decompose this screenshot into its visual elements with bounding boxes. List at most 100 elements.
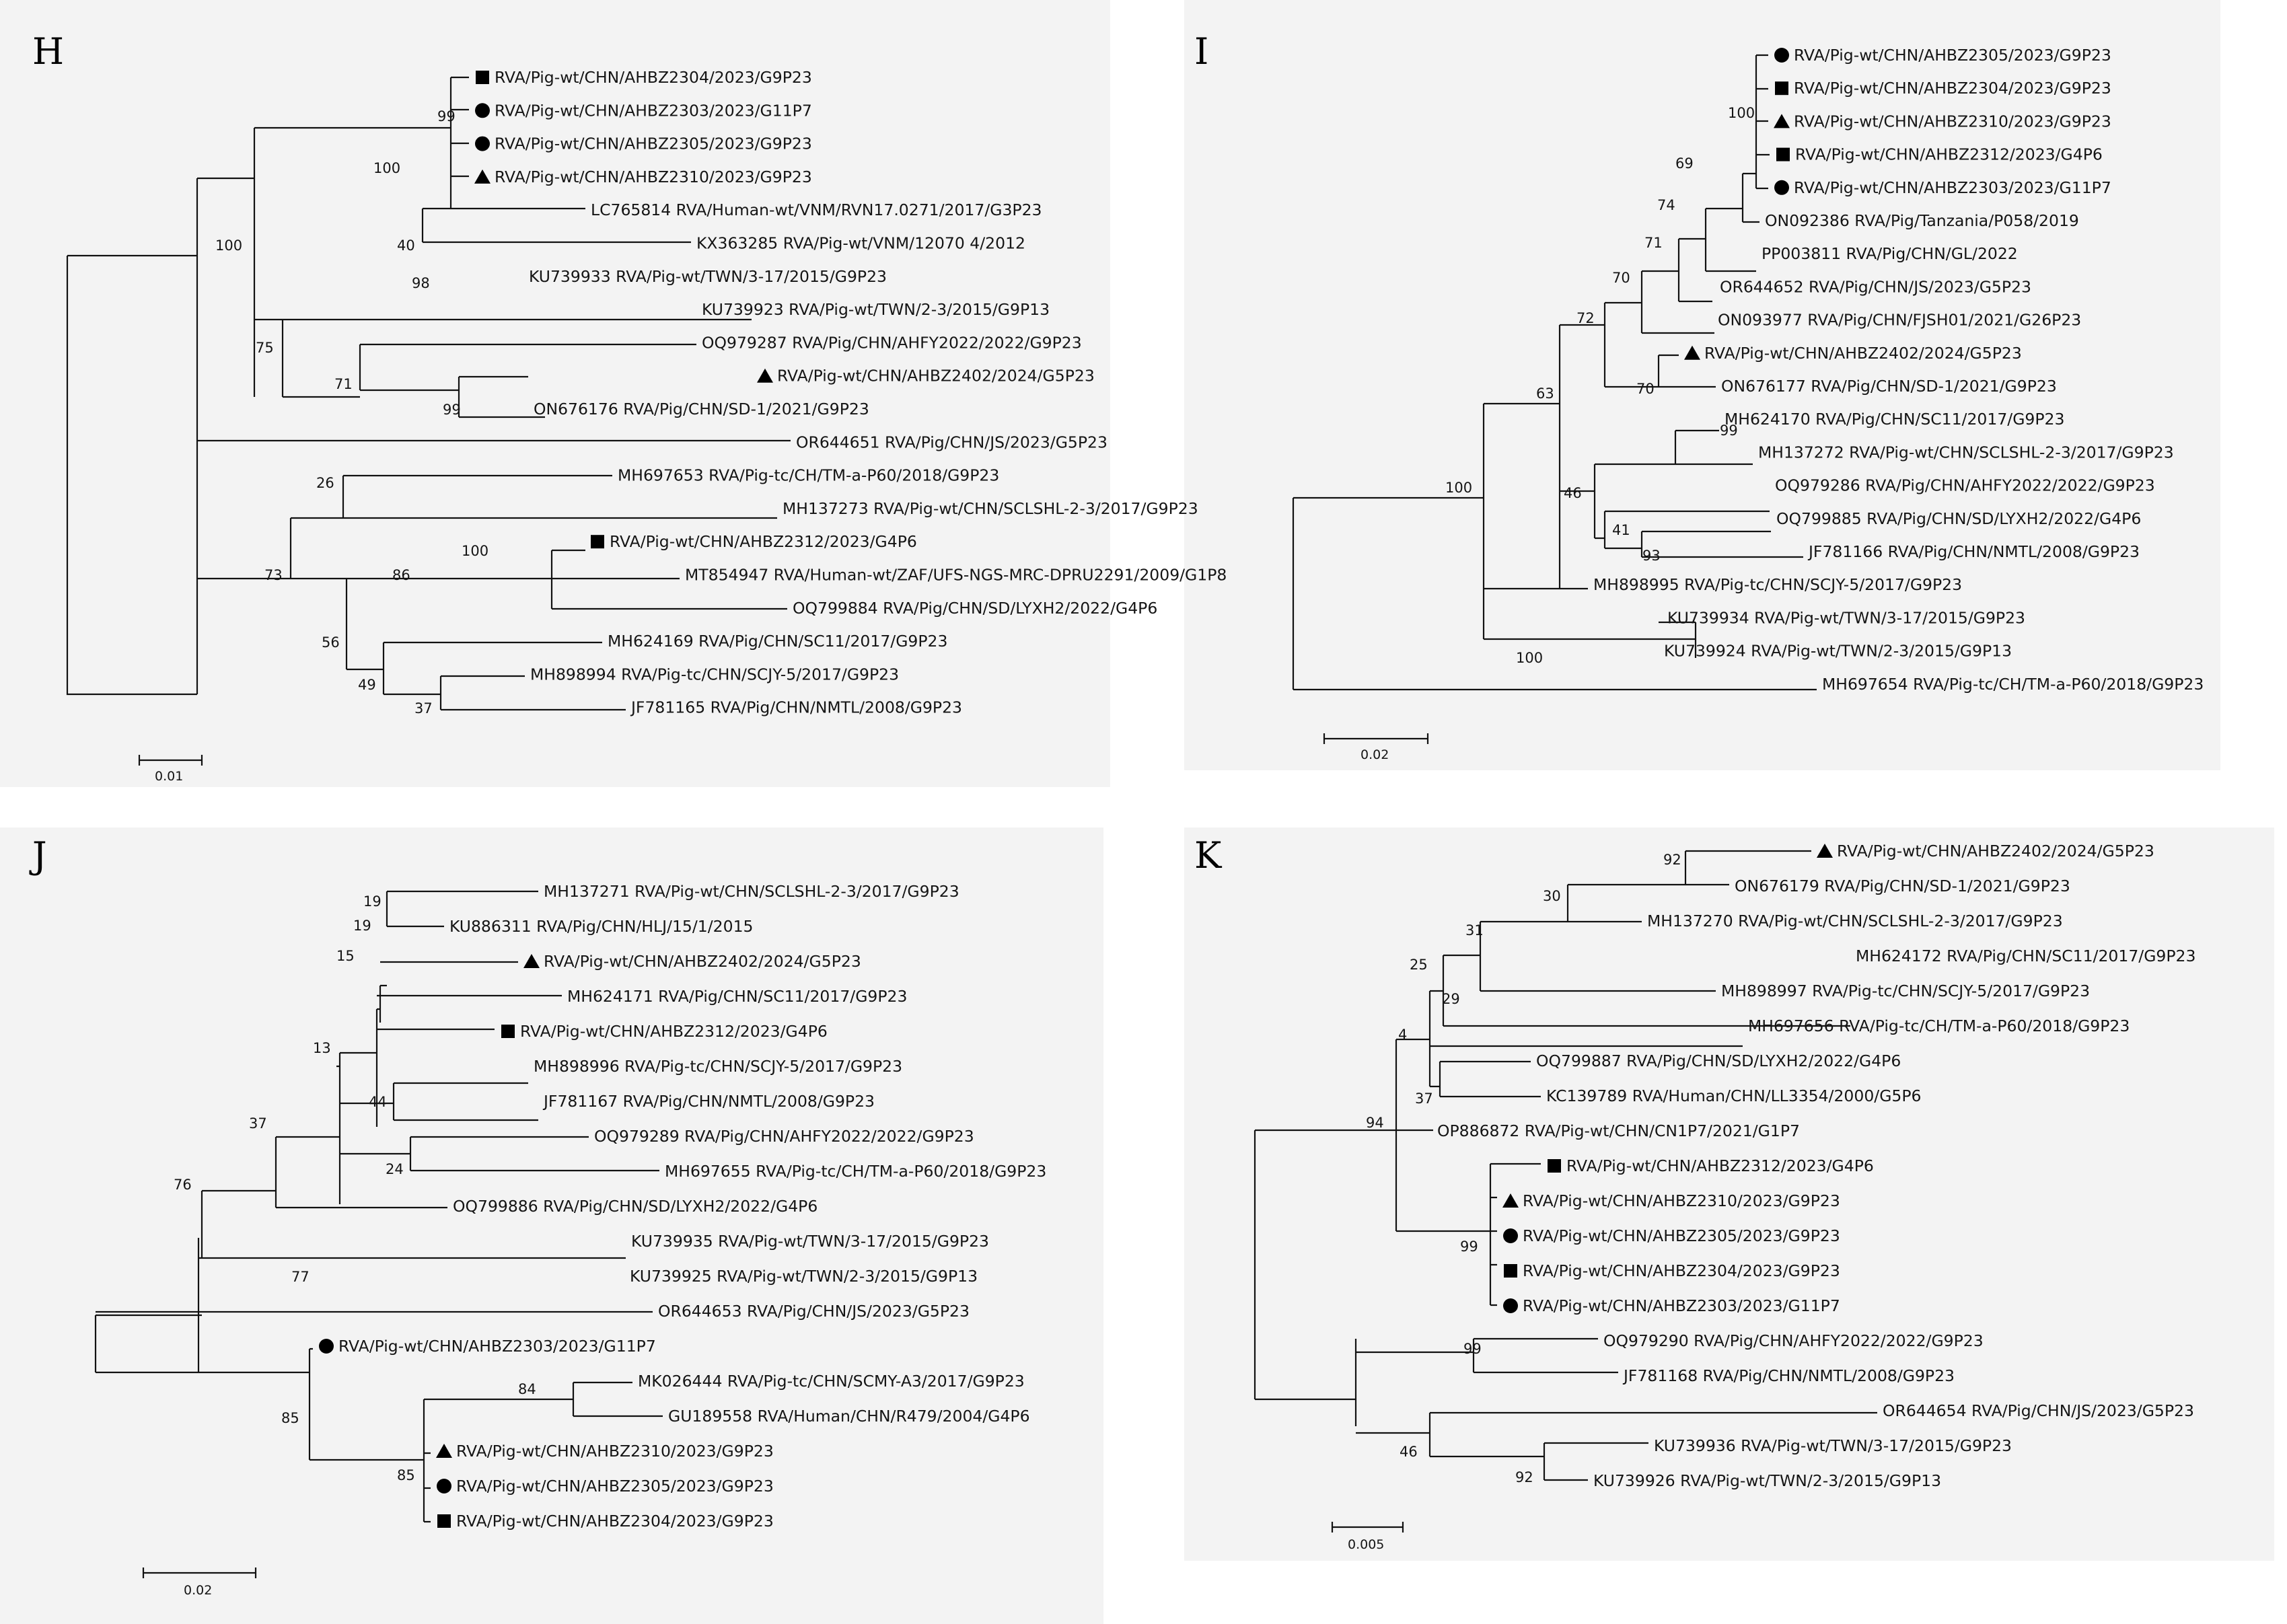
leaf-label: RVA/Pig-wt/CHN/AHBZ2303/2023/G11P7 xyxy=(495,101,812,120)
leaf-label: ON093977 RVA/Pig/CHN/FJSH01/2021/G26P23 xyxy=(1718,311,2081,330)
leaf-label: MH898995 RVA/Pig-tc/CHN/SCJY-5/2017/G9P2… xyxy=(1593,575,1962,594)
bootstrap-value: 19 xyxy=(363,893,382,910)
bootstrap-value: 99 xyxy=(437,108,456,124)
bootstrap-value: 85 xyxy=(281,1410,299,1426)
bootstrap-value: 100 xyxy=(1728,105,1755,121)
leaf-label: MH898994 RVA/Pig-tc/CHN/SCJY-5/2017/G9P2… xyxy=(530,665,899,684)
leaf-label: KU739936 RVA/Pig-wt/TWN/3-17/2015/G9P23 xyxy=(1654,1436,2012,1455)
leaf-label: RVA/Pig-wt/CHN/AHBZ2303/2023/G11P7 xyxy=(338,1337,656,1356)
bootstrap-value: 26 xyxy=(316,475,334,491)
bootstrap-value: 56 xyxy=(322,634,340,651)
tree-panel-h: H RVA/Pig-wt/CHN/AHBZ2304/2023/G9P23RVA/… xyxy=(32,30,1227,784)
square-marker-icon xyxy=(1776,147,1790,161)
bootstrap-value: 73 xyxy=(264,567,283,583)
tree-panel-i: I RVA/Pig-wt/CHN/AHBZ2305/2023/G9P23RVA/… xyxy=(1194,30,2204,762)
circle-marker-icon xyxy=(1774,180,1789,195)
leaf-label: OQ979290 RVA/Pig/CHN/AHFY2022/2022/G9P23 xyxy=(1603,1331,1984,1350)
leaf-label: RVA/Pig-wt/CHN/AHBZ2402/2024/G5P23 xyxy=(1837,842,2154,860)
triangle-marker-icon xyxy=(1502,1193,1519,1208)
bootstrap-value: 86 xyxy=(392,567,410,583)
bootstrap-value: 99 xyxy=(1720,422,1738,439)
scale-bar-i xyxy=(1323,733,1429,744)
leaf-label: MH624170 RVA/Pig/CHN/SC11/2017/G9P23 xyxy=(1725,410,2064,429)
leaf-label: OP886872 RVA/Pig-wt/CHN/CN1P7/2021/G1P7 xyxy=(1437,1121,1800,1140)
panel-label-j: J xyxy=(29,834,47,877)
leaf-label: MH697656 RVA/Pig-tc/CH/TM-a-P60/2018/G9P… xyxy=(1748,1017,2130,1035)
leaf-label: ON092386 RVA/Pig/Tanzania/P058/2019 xyxy=(1765,211,2079,230)
bootstrap-value: 100 xyxy=(373,160,400,176)
square-marker-icon xyxy=(437,1514,451,1528)
leaf-label: ON676179 RVA/Pig/CHN/SD-1/2021/G9P23 xyxy=(1735,877,2070,895)
leaf-label: KU739923 RVA/Pig-wt/TWN/2-3/2015/G9P13 xyxy=(702,300,1050,319)
bootstrap-value: 70 xyxy=(1636,381,1655,397)
bootstrap-value: 31 xyxy=(1465,922,1484,938)
bootstrap-value: 30 xyxy=(1543,888,1561,904)
bootstrap-value: 74 xyxy=(1657,197,1675,213)
square-marker-icon xyxy=(476,71,489,84)
bootstrap-value: 37 xyxy=(414,700,433,716)
panel-label-h: H xyxy=(32,30,64,73)
bootstrap-value: 72 xyxy=(1576,310,1595,326)
leaf-label: RVA/Pig-wt/CHN/AHBZ2303/2023/G11P7 xyxy=(1523,1296,1840,1315)
bootstrap-value: 15 xyxy=(336,948,355,964)
leaf-label: MH137272 RVA/Pig-wt/CHN/SCLSHL-2-3/2017/… xyxy=(1758,443,2174,462)
panel-h-background xyxy=(0,0,1110,787)
bootstrap-value: 37 xyxy=(1415,1091,1433,1107)
panel-j-background xyxy=(0,827,1103,1624)
leaf-label: RVA/Pig-wt/CHN/AHBZ2305/2023/G9P23 xyxy=(1794,46,2111,65)
leaf-label: MH697654 RVA/Pig-tc/CH/TM-a-P60/2018/G9P… xyxy=(1822,675,2204,694)
leaf-label: RVA/Pig-wt/CHN/AHBZ2303/2023/G11P7 xyxy=(1794,178,2111,197)
panel-label-k: K xyxy=(1194,834,1223,877)
leaf-label: JF781165 RVA/Pig/CHN/NMTL/2008/G9P23 xyxy=(630,698,962,717)
leaf-label: JF781168 RVA/Pig/CHN/NMTL/2008/G9P23 xyxy=(1622,1366,1955,1385)
bootstrap-value: 4 xyxy=(1398,1027,1407,1043)
leaf-label: RVA/Pig-wt/CHN/AHBZ2305/2023/G9P23 xyxy=(495,135,812,153)
bootstrap-value: 24 xyxy=(386,1161,404,1177)
square-marker-icon xyxy=(1504,1264,1517,1278)
triangle-marker-icon xyxy=(436,1444,452,1458)
leaf-label: OQ979287 RVA/Pig/CHN/AHFY2022/2022/G9P23 xyxy=(702,333,1082,352)
leaf-label: JF781166 RVA/Pig/CHN/NMTL/2008/G9P23 xyxy=(1807,542,2140,561)
leaf-label: OQ799887 RVA/Pig/CHN/SD/LYXH2/2022/G4P6 xyxy=(1536,1051,1901,1070)
panel-label-i: I xyxy=(1194,30,1208,73)
bootstrap-value: 25 xyxy=(1410,957,1428,973)
bootstrap-value: 76 xyxy=(174,1177,192,1193)
leaf-label: KC139789 RVA/Human/CHN/LL3354/2000/G5P6 xyxy=(1546,1086,1921,1105)
scale-label-k: 0.005 xyxy=(1348,1537,1384,1552)
triangle-marker-icon xyxy=(474,169,491,184)
leaf-label: MT854947 RVA/Human-wt/ZAF/UFS-NGS-MRC-DP… xyxy=(685,566,1227,585)
leaf-label: LC765814 RVA/Human-wt/VNM/RVN17.0271/201… xyxy=(591,200,1042,219)
leaf-label: MH137271 RVA/Pig-wt/CHN/SCLSHL-2-3/2017/… xyxy=(544,882,959,901)
bootstrap-value: 92 xyxy=(1515,1469,1533,1485)
square-marker-icon xyxy=(591,535,604,549)
leaf-label: RVA/Pig-wt/CHN/AHBZ2402/2024/G5P23 xyxy=(544,952,861,971)
leaf-label: RVA/Pig-wt/CHN/AHBZ2312/2023/G4P6 xyxy=(1566,1156,1874,1175)
square-marker-icon xyxy=(501,1025,515,1038)
tree-branches-h xyxy=(66,76,791,711)
bootstrap-value: 29 xyxy=(1442,991,1460,1007)
bootstrap-value: 98 xyxy=(412,275,430,291)
leaf-label: RVA/Pig-wt/CHN/AHBZ2304/2023/G9P23 xyxy=(456,1512,774,1530)
triangle-marker-icon xyxy=(757,368,773,383)
bootstrap-value: 77 xyxy=(291,1269,310,1285)
leaf-label: RVA/Pig-wt/CHN/AHBZ2304/2023/G9P23 xyxy=(495,68,812,87)
leaf-label: OR644651 RVA/Pig/CHN/JS/2023/G5P23 xyxy=(796,433,1108,451)
square-marker-icon xyxy=(1775,81,1788,96)
bootstrap-value: 99 xyxy=(443,402,461,418)
scale-bar-h xyxy=(138,755,203,766)
bootstrap-value: 75 xyxy=(256,340,274,356)
leaf-label: RVA/Pig-wt/CHN/AHBZ2304/2023/G9P23 xyxy=(1523,1261,1840,1280)
leaf-label: OQ799886 RVA/Pig/CHN/SD/LYXH2/2022/G4P6 xyxy=(453,1197,818,1216)
tree-panel-j: J MH137271 RVA/Pig-wt/CHN/SCLSHL-2-3/201… xyxy=(29,834,1046,1598)
bootstrap-value: 100 xyxy=(215,237,242,254)
bootstrap-value: 85 xyxy=(397,1467,415,1483)
leaf-label: MH137273 RVA/Pig-wt/CHN/SCLSHL-2-3/2017/… xyxy=(783,499,1198,518)
leaf-label: RVA/Pig-wt/CHN/AHBZ2402/2024/G5P23 xyxy=(777,367,1095,385)
circle-marker-icon xyxy=(319,1339,334,1354)
leaf-label: OR644654 RVA/Pig/CHN/JS/2023/G5P23 xyxy=(1883,1401,2194,1420)
leaf-label: RVA/Pig-wt/CHN/AHBZ2310/2023/G9P23 xyxy=(1523,1191,1840,1210)
leaf-label: RVA/Pig-wt/CHN/AHBZ2305/2023/G9P23 xyxy=(1523,1226,1840,1245)
leaf-label: KU739925 RVA/Pig-wt/TWN/2-3/2015/G9P13 xyxy=(630,1267,978,1286)
leaf-label: RVA/Pig-wt/CHN/AHBZ2312/2023/G4P6 xyxy=(1795,145,2103,164)
bootstrap-value: 49 xyxy=(358,677,376,693)
